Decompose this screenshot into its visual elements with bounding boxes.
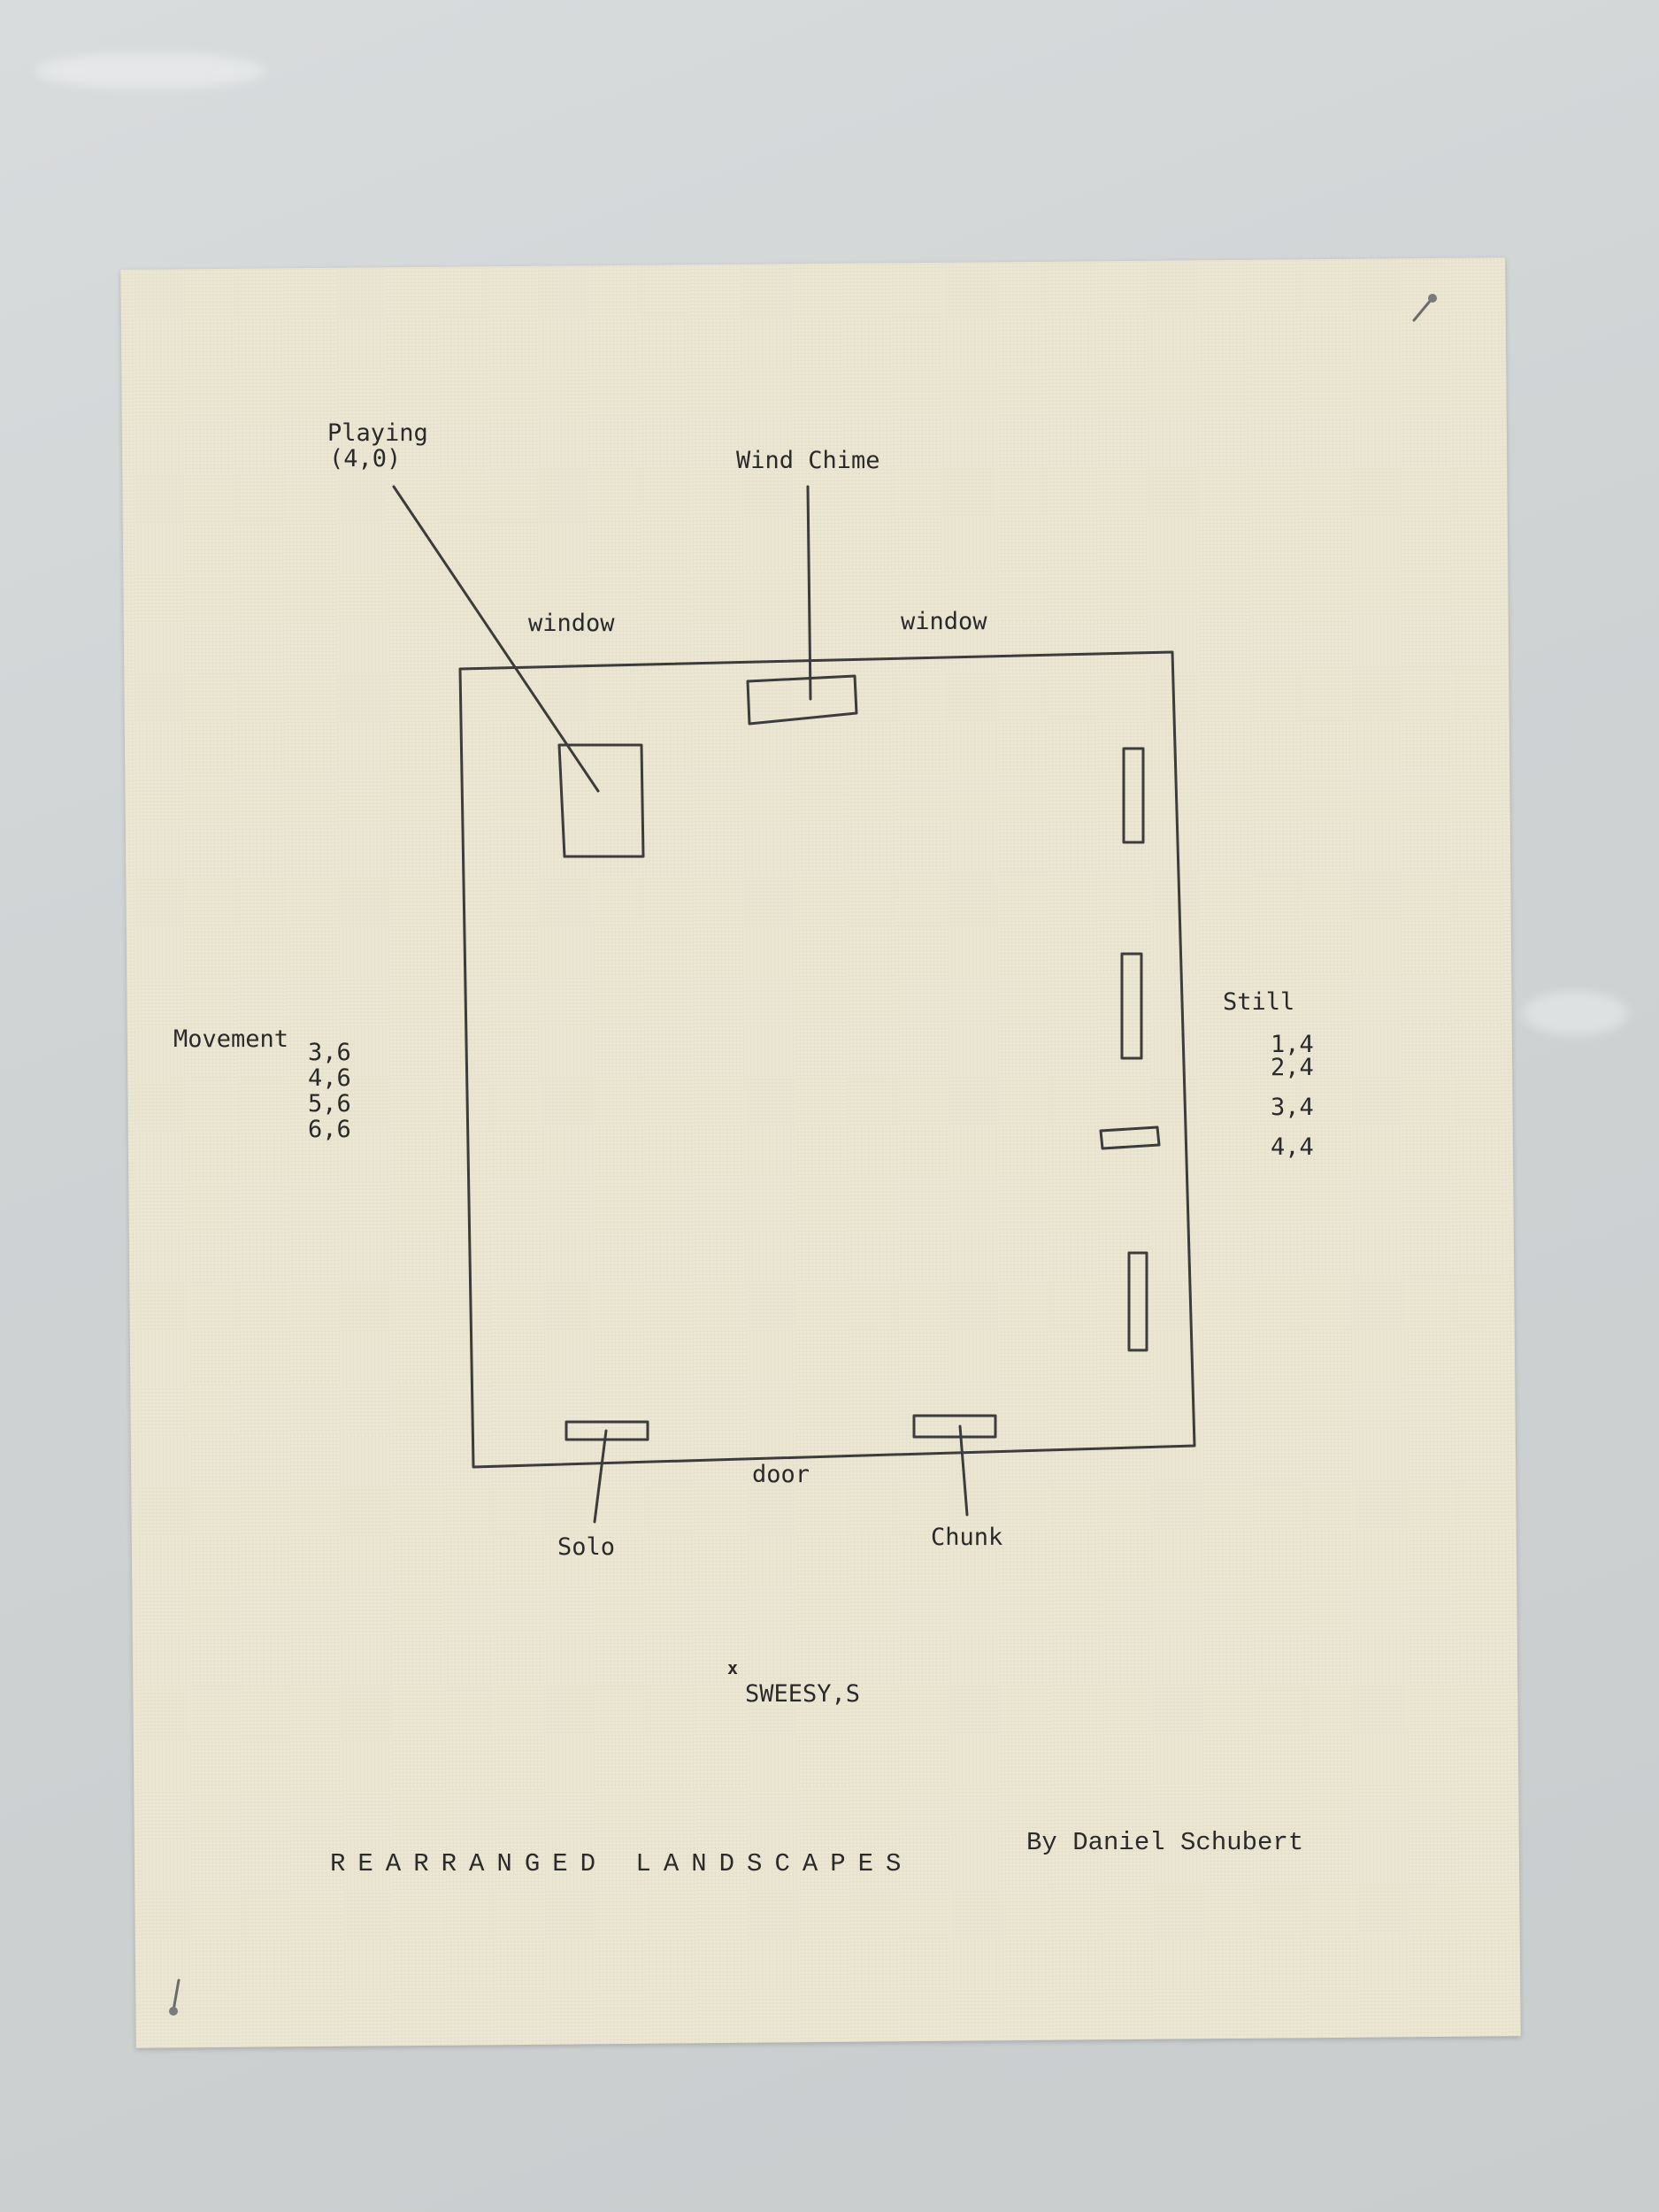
playing-leader <box>392 485 600 793</box>
surface-scuff <box>35 53 265 88</box>
still-box-1 <box>1122 747 1145 844</box>
pushpin-icon <box>1412 294 1437 322</box>
title-byline: By Daniel Schubert <box>1026 1828 1304 1857</box>
door-label: door <box>752 1461 810 1488</box>
movement-value: 6,6 <box>308 1116 351 1143</box>
surface-scuff <box>1522 991 1628 1035</box>
still-value: 2,4 <box>1271 1054 1314 1081</box>
still-box-4 <box>1127 1251 1148 1352</box>
still-value: 3,4 <box>1271 1094 1314 1121</box>
solo-leader <box>593 1429 608 1524</box>
chunk-leader <box>958 1425 969 1517</box>
window-left-label: window <box>528 610 615 637</box>
still-box-3 <box>1099 1125 1161 1150</box>
movement-label: Movement <box>173 1025 289 1053</box>
still-value: 4,4 <box>1271 1133 1314 1161</box>
movement-value: 3,6 <box>308 1039 351 1066</box>
window-right-label: window <box>901 608 987 635</box>
pushpin-icon <box>169 1978 180 2016</box>
playing-coord-label: (4,0) <box>329 445 402 472</box>
strike-mark: x <box>727 1657 739 1678</box>
movement-value: 5,6 <box>308 1090 351 1118</box>
chunk-box <box>912 1414 997 1439</box>
title-work: REARRANGED LANDSCAPES <box>330 1849 914 1878</box>
room-outline <box>458 650 1196 1469</box>
sweesy-label: SWEESY,S <box>745 1680 861 1708</box>
playing-box <box>557 743 645 858</box>
wind-chime-leader <box>806 485 812 701</box>
still-value: 1,4 <box>1271 1031 1314 1058</box>
still-label: Still <box>1223 988 1295 1016</box>
solo-box <box>565 1420 649 1441</box>
wind-chime-box <box>746 674 858 726</box>
still-box-2 <box>1120 952 1143 1060</box>
playing-label: Playing <box>327 419 428 447</box>
movement-value: 4,6 <box>308 1064 351 1092</box>
chunk-label: Chunk <box>931 1524 1003 1551</box>
solo-label: Solo <box>557 1533 616 1561</box>
wind-chime-label: Wind Chime <box>736 447 880 474</box>
